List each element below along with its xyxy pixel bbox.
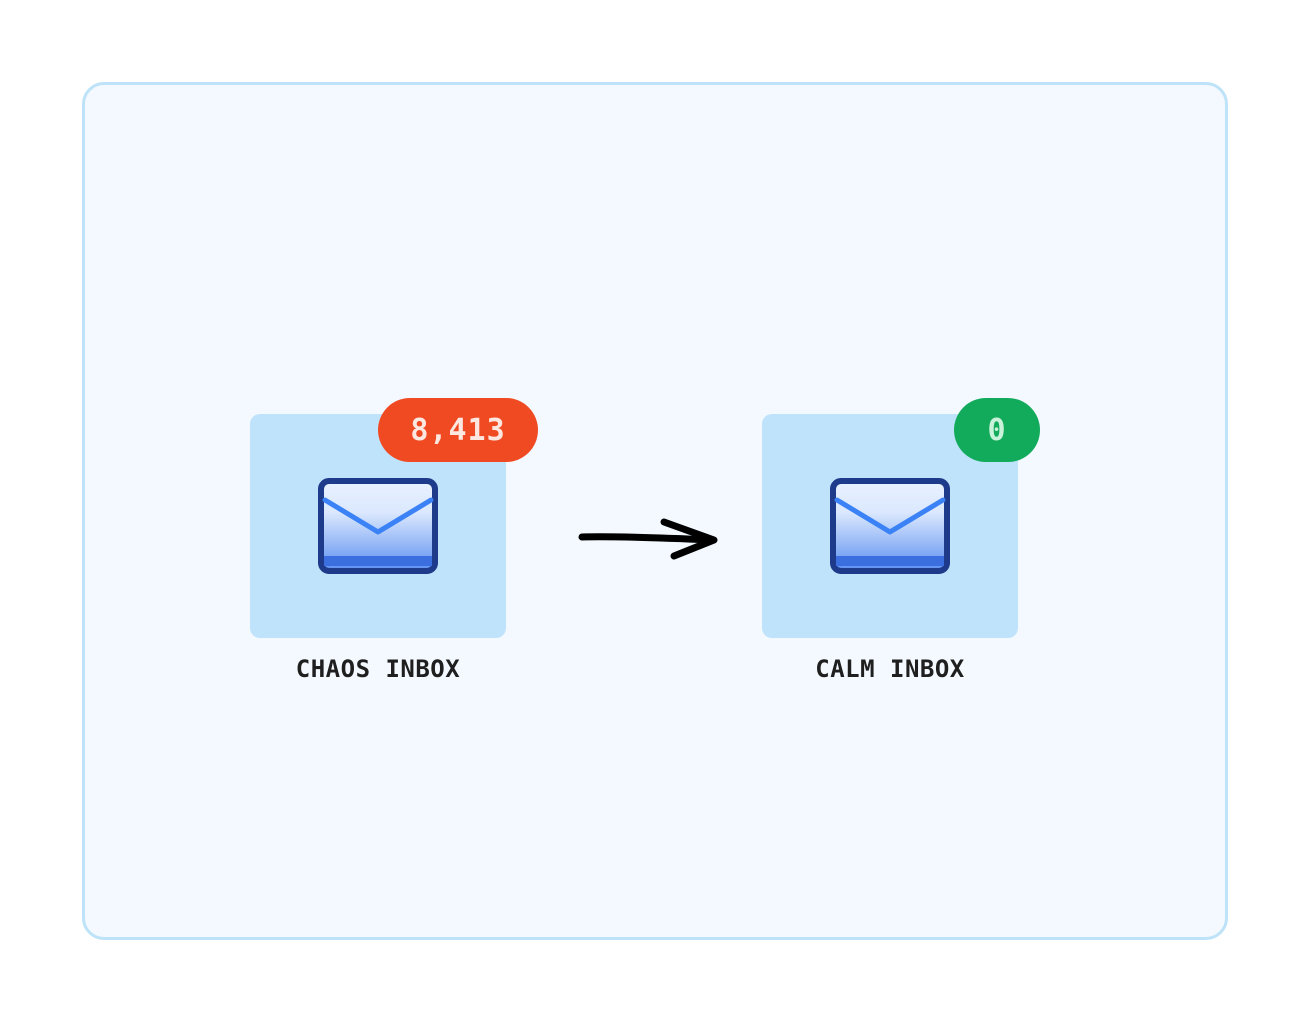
chaos-inbox-label: CHAOS INBOX xyxy=(295,655,461,683)
mail-envelope-icon xyxy=(318,478,438,574)
arrow-right-icon xyxy=(578,518,718,560)
unread-count-badge: 0 xyxy=(954,398,1040,462)
calm-inbox-label: CALM INBOX xyxy=(815,655,965,683)
unread-count-badge: 8,413 xyxy=(378,398,538,462)
mail-envelope-icon xyxy=(830,478,950,574)
